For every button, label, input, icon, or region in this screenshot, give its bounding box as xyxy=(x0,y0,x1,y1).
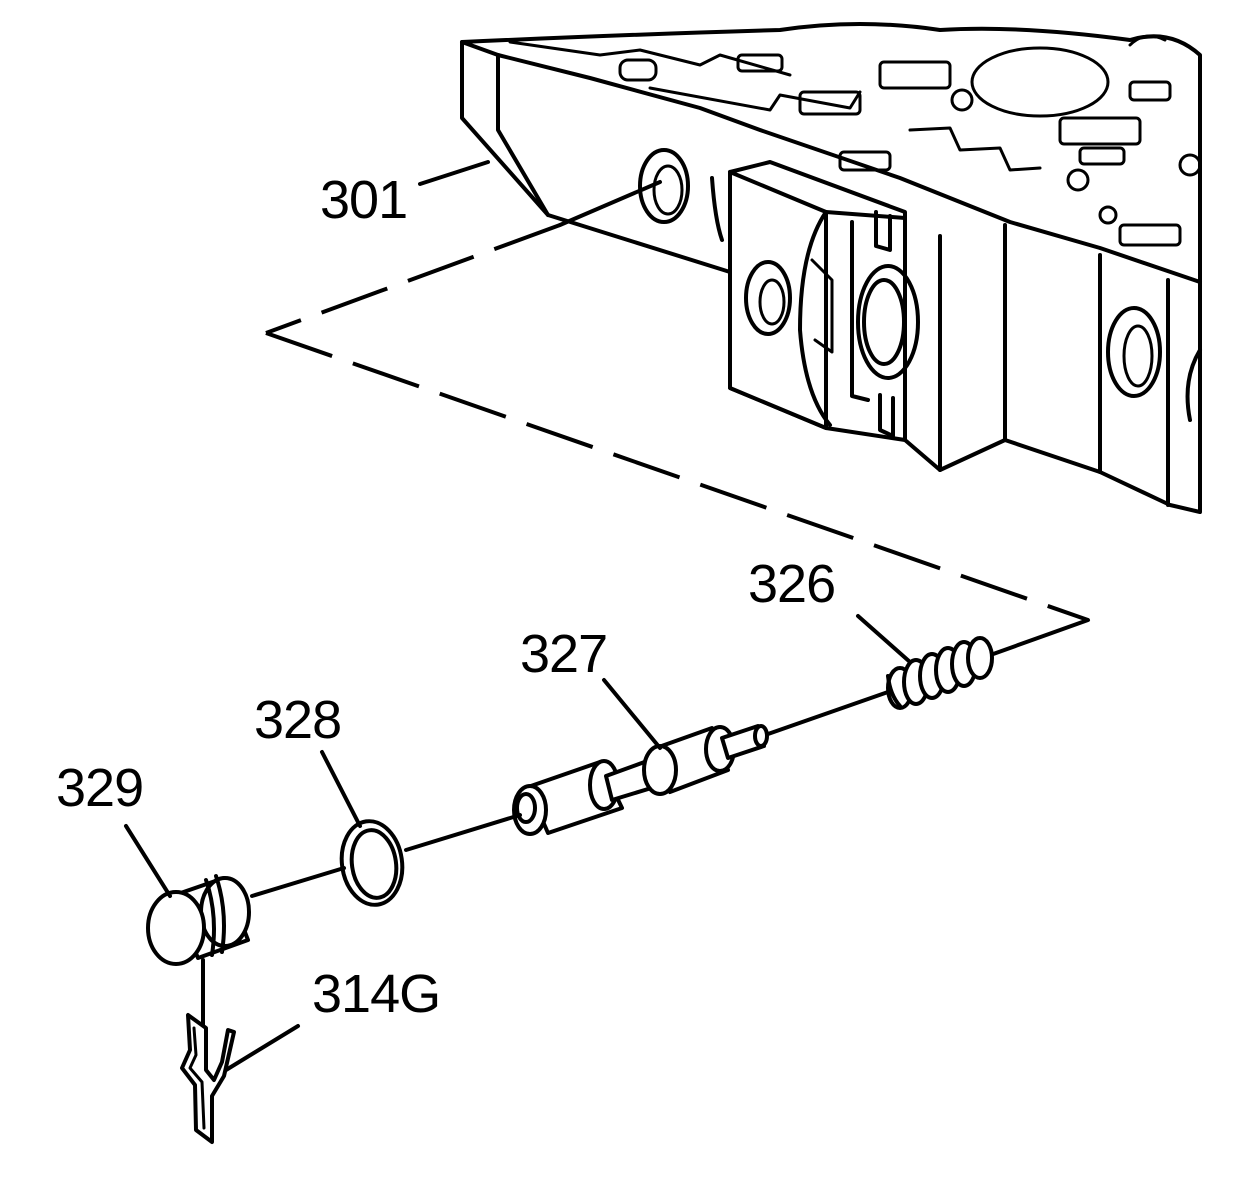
callout-314g: 314G xyxy=(312,964,440,1024)
valve-327 xyxy=(512,724,769,836)
spring-326 xyxy=(886,636,994,710)
assembly-path-upper xyxy=(265,223,561,335)
leader-327 xyxy=(602,678,662,750)
callout-326: 326 xyxy=(748,554,835,614)
callout-328: 328 xyxy=(254,690,341,750)
leader-326 xyxy=(856,614,912,664)
retainer-clip-314g xyxy=(180,958,236,1144)
leader-329 xyxy=(124,824,172,898)
callout-329: 329 xyxy=(56,758,143,818)
leader-301 xyxy=(418,160,490,186)
assembly-path-lower xyxy=(265,331,1089,622)
leader-314g xyxy=(224,1024,300,1072)
o-ring-328 xyxy=(339,819,405,907)
leader-328 xyxy=(320,750,362,828)
callout-327: 327 xyxy=(520,624,607,684)
callout-301: 301 xyxy=(320,170,407,230)
valve-body-301 xyxy=(460,22,1202,514)
plug-329 xyxy=(146,874,251,966)
